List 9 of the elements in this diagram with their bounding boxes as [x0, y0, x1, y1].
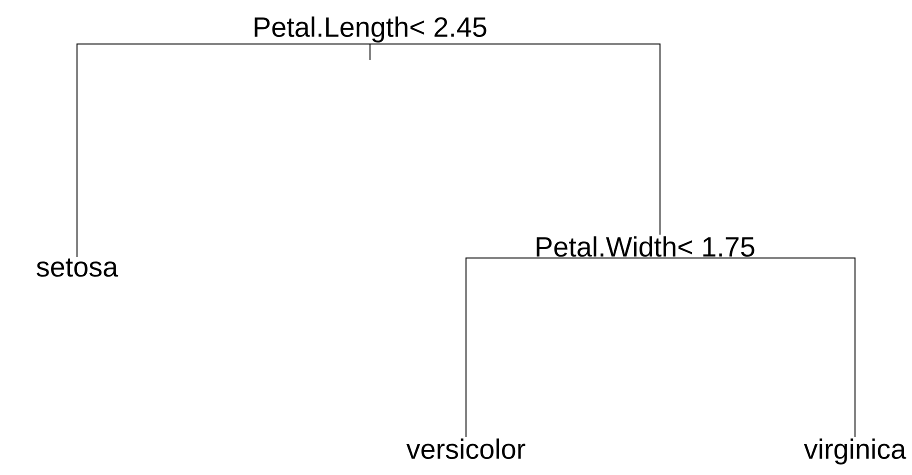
tree-branch: [660, 258, 856, 438]
tree-branch: [76, 44, 370, 258]
split-label: Petal.Width< 1.75: [536, 236, 754, 257]
tree-branch: [370, 44, 660, 236]
leaf-label: versicolor: [406, 438, 526, 459]
tree-branch: [466, 258, 660, 438]
leaf-label: virginica: [804, 438, 906, 464]
split-label: Petal.Length< 2.45: [254, 16, 486, 42]
leaf-label: setosa: [36, 258, 118, 277]
